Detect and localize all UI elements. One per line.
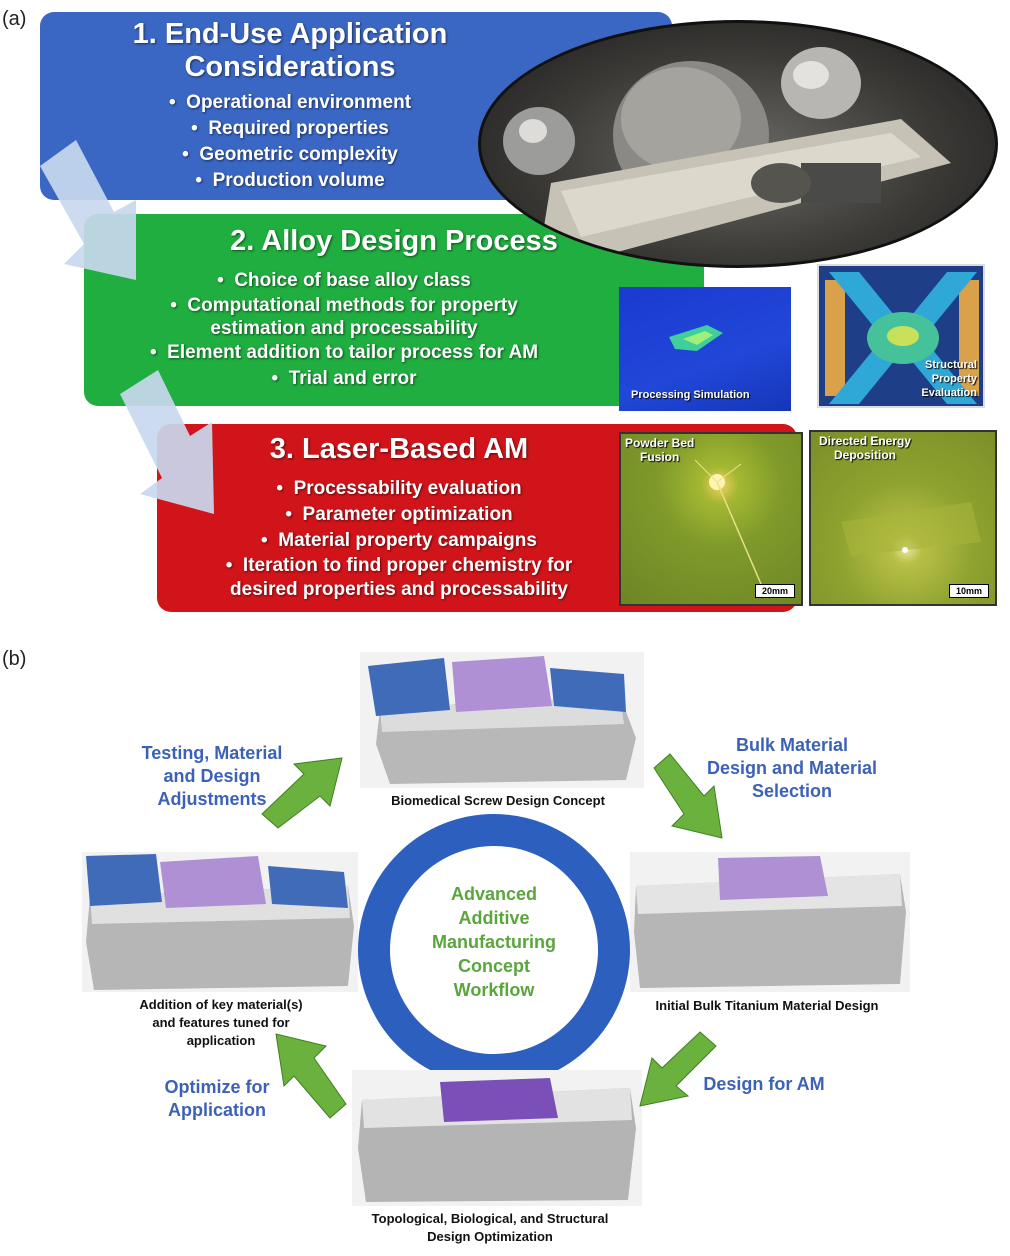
stage-top-caption: Biomedical Screw Design Concept: [391, 793, 605, 808]
alloy-design-box: 2. Alloy Design Process Choice of base a…: [84, 214, 704, 406]
structural-caption-line1: Structural: [925, 359, 977, 371]
pbf-caption: Powder Bed Fusion: [625, 436, 694, 464]
label-design-for-am: Design for AM: [692, 1073, 836, 1096]
label-line: Optimize for: [164, 1077, 270, 1097]
center-line: Concept: [458, 956, 530, 976]
bullet-item: Geometric complexity: [40, 142, 540, 168]
workflow-center-text: Advanced Additive Manufacturing Concept …: [404, 882, 584, 1002]
stage-left-line2: and features tuned for: [152, 1015, 290, 1030]
pbf-scale-bar: 20mm: [754, 584, 795, 598]
screw-left-image: [82, 852, 358, 992]
screw-bottom-image: [352, 1070, 642, 1206]
bullet-item: Trial and error: [84, 366, 604, 392]
flow-arrow-2: [120, 370, 214, 514]
pbf-caption-line1: Powder Bed: [625, 436, 695, 450]
pbf-caption-line2: Fusion: [640, 450, 680, 464]
end-use-bullets: Operational environment Required propert…: [40, 90, 540, 194]
ded-caption: Directed Energy Deposition: [819, 434, 911, 462]
stage-right-caption: Initial Bulk Titanium Material Design: [655, 998, 879, 1013]
center-line: Advanced: [450, 884, 538, 904]
bullet-item: Element addition to tailor process for A…: [84, 340, 604, 366]
bullet-item: Material property campaigns: [157, 528, 641, 554]
directed-energy-deposition-image: Directed Energy Deposition 10mm: [809, 430, 997, 606]
bullet-item: desired properties and processability: [230, 579, 568, 600]
label-line: Testing, Material: [141, 743, 283, 763]
bullet-item: Iteration to find proper chemistry for: [157, 554, 641, 578]
screw-top-image: [360, 652, 644, 788]
stage-bottom-line2: Design Optimization: [427, 1229, 553, 1244]
bullet-item: estimation and processability: [210, 318, 478, 339]
label-testing-adjustments: Testing, Material and Design Adjustments: [118, 742, 306, 811]
bullet-item: Production volume: [40, 168, 540, 194]
center-line: Manufacturing: [432, 932, 556, 952]
label-line: Bulk Material: [735, 735, 849, 755]
label-line: Application: [168, 1100, 266, 1120]
pbf-laser-spark: [694, 459, 762, 585]
label-line: Adjustments: [157, 789, 267, 809]
screw-right-image: [630, 852, 910, 992]
flow-arrows: [40, 140, 214, 514]
center-line: Additive: [458, 908, 530, 928]
laser-am-title: 3. Laser-Based AM: [269, 433, 529, 465]
processing-simulation-image: Processing Simulation: [619, 287, 791, 411]
simulation-melt-pool: [669, 325, 723, 351]
label-line: Selection: [751, 781, 833, 801]
am-parts-photo: [478, 20, 998, 268]
end-use-title: 1. End-Use Application Considerations: [40, 18, 540, 84]
alloy-design-bullets: Choice of base alloy class Computational…: [84, 268, 604, 392]
label-bulk-material: Bulk Material Design and Material Select…: [692, 734, 892, 803]
stage-bottom-line1: Topological, Biological, and Structural: [371, 1211, 609, 1226]
end-use-title-line1: 1. End-Use Application: [132, 18, 448, 50]
label-line: Design and Material: [706, 758, 878, 778]
ded-deposit: [841, 502, 981, 556]
panel-b-label: (b): [2, 648, 27, 670]
stage-left-line3: application: [186, 1033, 256, 1048]
structural-caption: Structural Property Evaluation: [921, 358, 977, 400]
label-line: Design for AM: [703, 1074, 825, 1094]
bullet-item: Required properties: [40, 116, 540, 142]
structural-caption-line2: Property: [931, 373, 977, 385]
processing-caption: Processing Simulation: [631, 389, 750, 401]
bullet-item: Operational environment: [40, 90, 540, 116]
ded-scale-bar: 10mm: [948, 584, 989, 598]
ded-caption-line1: Directed Energy: [819, 434, 912, 448]
bullet-item: Processability evaluation: [157, 476, 641, 502]
powder-bed-fusion-image: Powder Bed Fusion 20mm: [619, 432, 803, 606]
ded-caption-line2: Deposition: [834, 448, 897, 462]
label-line: and Design: [163, 766, 261, 786]
label-optimize-application: Optimize for Application: [142, 1076, 292, 1122]
parts-illustration: [503, 47, 951, 259]
panel-a-label: (a): [2, 8, 27, 30]
center-line: Workflow: [453, 980, 535, 1000]
bullet-item: Parameter optimization: [157, 502, 641, 528]
bullet-item: Computational methods for property: [84, 294, 604, 318]
structural-evaluation-image: Structural Property Evaluation: [817, 264, 985, 408]
end-use-title-line2: Considerations: [184, 51, 396, 83]
laser-am-bullets: Processability evaluation Parameter opti…: [157, 476, 641, 602]
alloy-design-title: 2. Alloy Design Process: [230, 225, 558, 257]
structural-lattice: [825, 272, 979, 404]
structural-caption-line3: Evaluation: [921, 387, 977, 399]
flow-arrow-1: [40, 140, 136, 280]
stage-bottom-caption: Topological, Biological, and Structural …: [340, 1210, 640, 1246]
stage-left-caption: Addition of key material(s) and features…: [96, 996, 346, 1050]
bullet-item: Choice of base alloy class: [84, 268, 604, 294]
stage-left-line1: Addition of key material(s): [139, 997, 303, 1012]
